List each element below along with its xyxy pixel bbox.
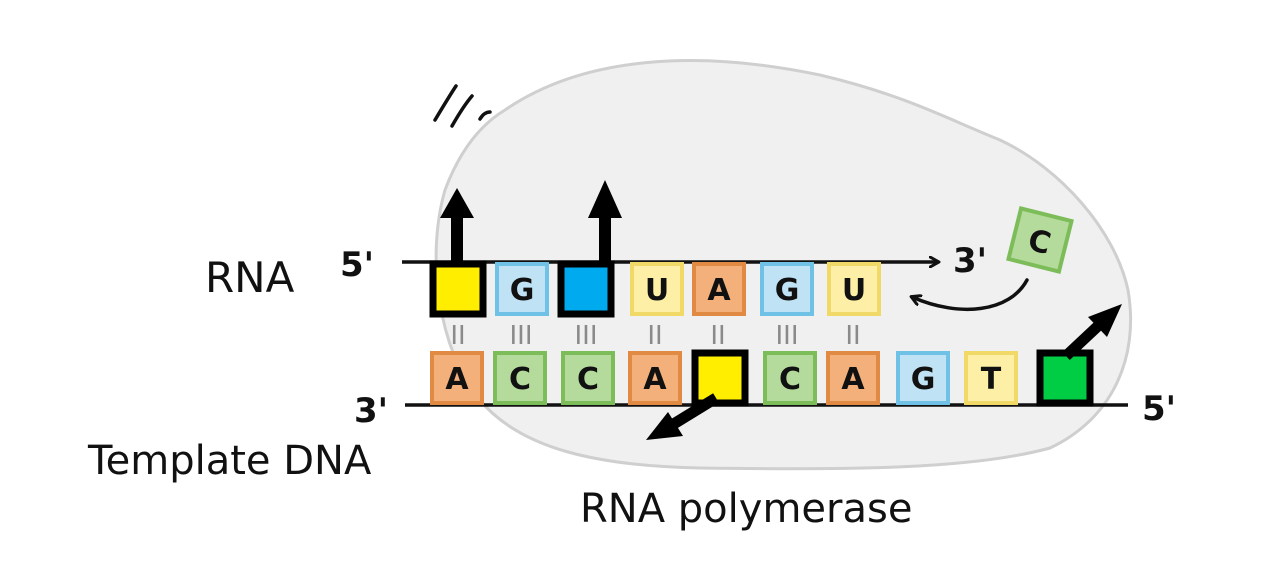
incoming-curved-arrow: [912, 278, 1029, 312]
dna-nucleotide-letter: C: [509, 362, 531, 397]
base-pair-bond: II: [450, 321, 465, 351]
template-dna-label: Template DNA: [87, 438, 372, 484]
motion-lines: [433, 84, 492, 128]
base-pair-bond: II: [845, 321, 860, 351]
rna-nucleotide-box: [692, 262, 746, 316]
dna-five-prime-label: 5': [1142, 389, 1176, 429]
rna-nucleotide-letter: U: [842, 273, 866, 308]
rna-release-arrow-1: [440, 188, 474, 264]
rna-label: RNA: [205, 253, 295, 302]
rna-three-prime-label: 3': [953, 241, 987, 281]
dna-down-arrow: [646, 393, 719, 440]
rna-release-arrow-2: [588, 180, 622, 264]
rna-nucleotide-box: [495, 262, 549, 316]
action-arrows: [440, 180, 1122, 440]
dna-nucleotide-box: [691, 349, 749, 407]
rna-nucleotide-box: [557, 260, 615, 318]
base-pair-bond: II: [710, 321, 725, 351]
base-pair-bond: III: [775, 321, 798, 351]
rna-nucleotide-letter: A: [707, 273, 731, 308]
dna-nucleotide-box: [1036, 349, 1094, 407]
rna-nucleotide-box: [429, 260, 487, 318]
rna-nucleotide-letter: U: [645, 273, 669, 308]
rna-nucleotide-box: [760, 262, 814, 316]
dna-nucleotide-letter: A: [841, 362, 865, 397]
dna-up-arrow: [1062, 304, 1122, 361]
rna-nucleotide-box: [630, 262, 684, 316]
incoming-nucleotide: C: [1006, 206, 1074, 274]
dna-nucleotide-letter: A: [445, 362, 469, 397]
dna-nucleotide-box: [896, 351, 950, 405]
dna-nucleotide-box: [964, 351, 1018, 405]
base-pair-bond: III: [509, 321, 532, 351]
rna-nucleotide-letter: G: [510, 273, 535, 308]
dna-nucleotide-box: [561, 351, 615, 405]
dna-nucleotide-box: [628, 351, 682, 405]
rna-polymerase-label: RNA polymerase: [580, 486, 912, 532]
rna-nucleotide-letter: G: [775, 273, 800, 308]
dna-nucleotide-letter: G: [911, 362, 936, 397]
dna-three-prime-label: 3': [354, 391, 388, 431]
base-pair-bond: III: [574, 321, 597, 351]
dna-nucleotide-box: [493, 351, 547, 405]
dna-nucleotide-letter: T: [981, 362, 1002, 397]
incoming-nucleotide-box: [1006, 206, 1074, 274]
dna-nucleotide-letter: A: [643, 362, 667, 397]
dna-nucleotide-box: [763, 351, 817, 405]
base-pair-bond: II: [647, 321, 662, 351]
dna-nucleotide-box: [430, 351, 484, 405]
dna-nucleotide-box: [826, 351, 880, 405]
rna-five-prime-label: 5': [340, 245, 374, 285]
dna-nucleotide-letter: C: [577, 362, 599, 397]
rna-nucleotide-box: [827, 262, 881, 316]
dna-nucleotide-letter: C: [779, 362, 801, 397]
